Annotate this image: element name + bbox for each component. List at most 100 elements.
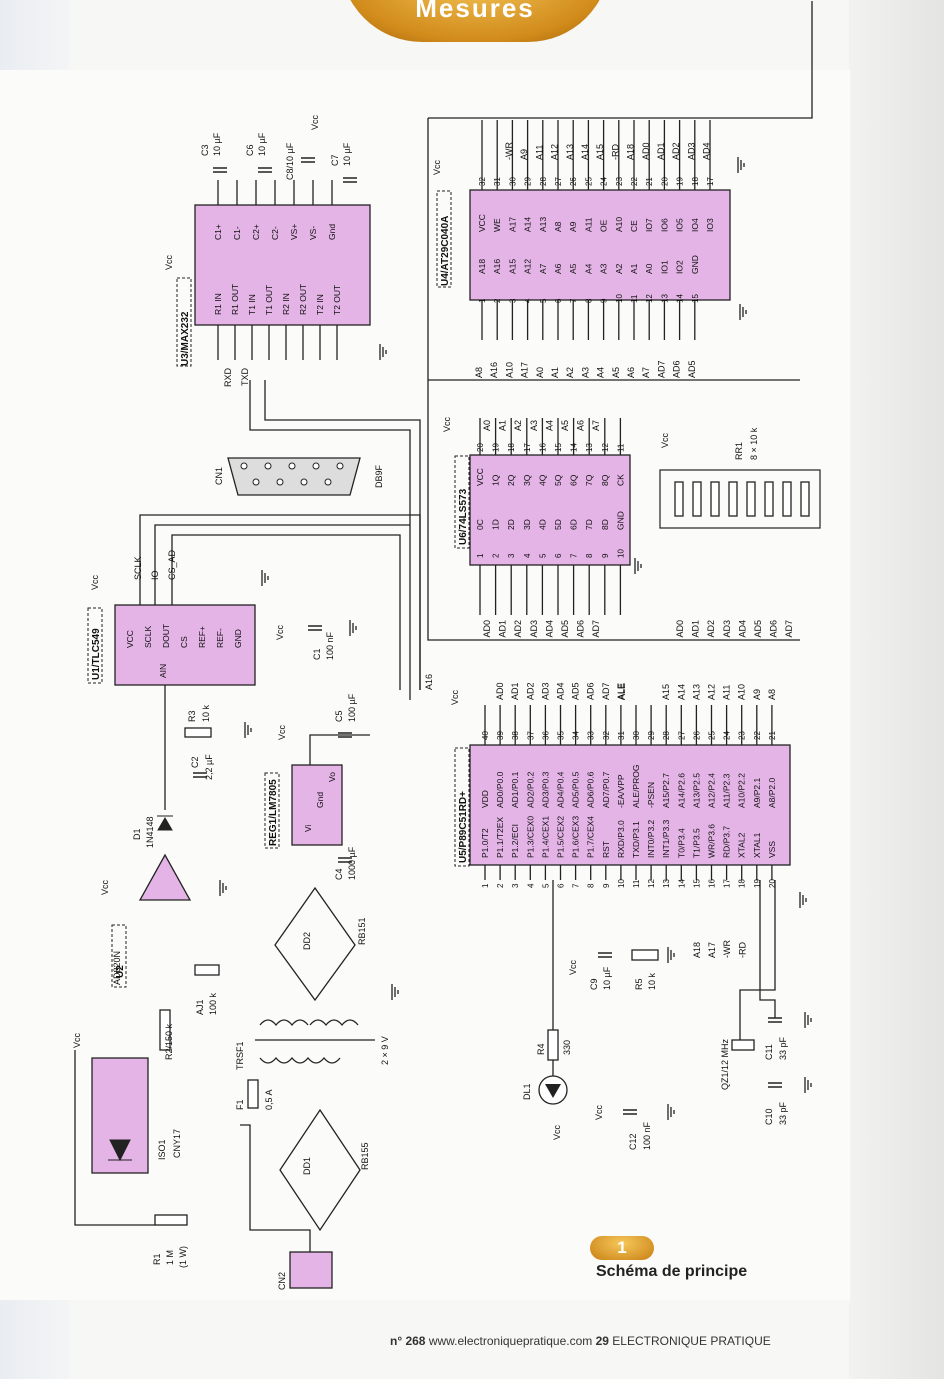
- u4-ground-top: [737, 157, 745, 173]
- u4-pin-right-14: IO4: [690, 218, 700, 232]
- u4-pin-left-6: A5: [568, 263, 578, 274]
- u5-pin-left-14: T1/P3.5: [691, 828, 701, 858]
- reg1-pin-0: Vi: [303, 824, 313, 832]
- u5-pinnum-right-17: 23: [738, 731, 747, 740]
- trsf1-transformer: [259, 1019, 359, 1064]
- f1-value: 0,5 A: [264, 1089, 274, 1110]
- u3-pin-left-5: R2 OUT: [298, 284, 308, 315]
- cn1-pin: [288, 462, 296, 470]
- u6-pinnum-left-0: 1: [476, 553, 485, 558]
- u5-pinnum-left-16: 17: [723, 879, 732, 888]
- u6-latch: [469, 454, 631, 566]
- bus-frame-left: [427, 118, 800, 641]
- u4-net-left-10: A6: [626, 367, 636, 378]
- c3-value: 10 µF: [212, 132, 222, 156]
- u5-pinnum-left-12: 13: [662, 879, 671, 888]
- u5-pin-left-18: XTAL1: [752, 832, 762, 858]
- rs232-wire-1: [249, 380, 411, 700]
- iso1-part: CNY17: [172, 1129, 182, 1158]
- u5-pinnum-left-6: 7: [572, 883, 581, 888]
- u6-pin-right-4: 4Q: [537, 474, 547, 486]
- u2-opamp: [138, 853, 192, 901]
- u6-pin-left-0: 0C: [475, 519, 485, 530]
- u5-net-right-14: A10: [737, 684, 747, 700]
- u1-vcc: Vcc: [90, 574, 100, 590]
- u5-pin-right-0: VDD: [480, 790, 490, 808]
- u5-name: U5/P89C51RD+: [458, 791, 469, 863]
- r2-resistor: [159, 1009, 171, 1051]
- figure-number-badge: 1: [590, 1236, 654, 1260]
- u6-pinnum-right-3: 17: [523, 443, 532, 452]
- page-edge-right: [849, 0, 944, 1379]
- u6-pinnum-left-3: 4: [523, 553, 532, 558]
- u5-pinnum-right-3: 37: [526, 731, 535, 740]
- u5-pinnum-left-19: 20: [768, 879, 777, 888]
- u6-pin-right-9: CK: [615, 474, 625, 486]
- u4-pinnum-right-4: 28: [539, 177, 548, 186]
- u4-pinnum-left-6: 7: [569, 298, 578, 303]
- u4-pin-right-8: OE: [599, 219, 609, 232]
- c5-capacitor: [338, 732, 352, 738]
- u4-pin-right-12: IO6: [659, 218, 669, 232]
- u5-net-right-6: AD6: [586, 682, 596, 700]
- figure-caption: Schéma de principe: [596, 1263, 748, 1280]
- u4-pin-left-10: A1: [629, 263, 639, 274]
- u4-pin-right-6: A9: [568, 221, 578, 232]
- r5-resistor: [631, 949, 659, 961]
- c1-name: C1: [312, 648, 322, 660]
- r4-name: R4: [536, 1043, 546, 1055]
- u3-pin-right-3: C2-: [270, 226, 280, 240]
- u5-pin-left-0: P1.0/T2: [480, 828, 490, 858]
- rr1-ad-net-7: AD7: [784, 620, 794, 638]
- rr1-resistor-6: [782, 481, 792, 517]
- dd1-part: RB155: [360, 1142, 370, 1170]
- u4-net-right-4: A13: [565, 144, 575, 160]
- u4-pin-left-5: A6: [553, 263, 563, 274]
- u1-adc: [114, 604, 256, 686]
- bus-frame: [428, 1, 813, 119]
- c7-name: C7: [330, 154, 340, 166]
- u4-pin-right-2: A17: [507, 217, 517, 232]
- reg1-pin-2: Vo: [327, 772, 337, 782]
- u5-vcc: Vcc: [450, 689, 460, 705]
- a16-net: A16: [424, 674, 434, 690]
- rr1-resistor-4: [746, 481, 756, 517]
- u5-pin-right-6: AD5/P0.5: [571, 771, 581, 808]
- r1-resistor: [154, 1214, 188, 1226]
- u6-pinnum-left-5: 6: [554, 553, 563, 558]
- r3-ground: [244, 722, 252, 738]
- u3-max232: [194, 204, 371, 326]
- reg1-name: REG1/LM7805: [268, 779, 279, 846]
- dd2-ground: [391, 984, 399, 1000]
- u1-name: U1/TLC549: [91, 628, 102, 680]
- u5-pin-left-7: P1.7/CEX4: [586, 816, 596, 858]
- u4-pin-left-4: A7: [538, 263, 548, 274]
- rr1-ad-net-6: AD6: [769, 620, 779, 638]
- u4-pinnum-left-13: 14: [676, 294, 685, 303]
- u4-net-left-11: A7: [641, 367, 651, 378]
- u4-pinnum-right-10: 22: [630, 177, 639, 186]
- cn1-part: DB9F: [374, 464, 384, 488]
- u5-net-right-13: A11: [722, 685, 732, 700]
- mains-wire: [240, 1124, 311, 1252]
- u4-net-left-2: A10: [504, 362, 514, 378]
- u4-pin-right-10: CE: [629, 220, 639, 232]
- issue-number: n° 268: [390, 1334, 426, 1348]
- u3-pin-right-0: C1+: [213, 224, 223, 240]
- c5-value: 100 µF: [347, 693, 357, 722]
- f1-name: F1: [235, 1099, 245, 1110]
- u4-net-right-6: A15: [595, 144, 605, 160]
- u3-ground: [379, 344, 387, 360]
- u1-pin-4: REF+: [197, 626, 207, 648]
- u3-pin-left-4: R2 IN: [281, 293, 291, 315]
- u5-pin-left-13: T0/P3.4: [676, 828, 686, 858]
- rr1-vcc: Vcc: [660, 432, 670, 448]
- c11-capacitor: [768, 1017, 782, 1023]
- u5-pin-left-12: INT1/P3.3: [661, 819, 671, 858]
- u4-net-left-12: AD7: [656, 360, 666, 378]
- u5-pinnum-right-0: 40: [481, 731, 490, 740]
- f1-fuse: [247, 1079, 259, 1109]
- u5-pinnum-left-8: 9: [602, 883, 611, 888]
- u6-a-net-3: A3: [529, 420, 539, 431]
- c7-value: 10 µF: [342, 142, 352, 166]
